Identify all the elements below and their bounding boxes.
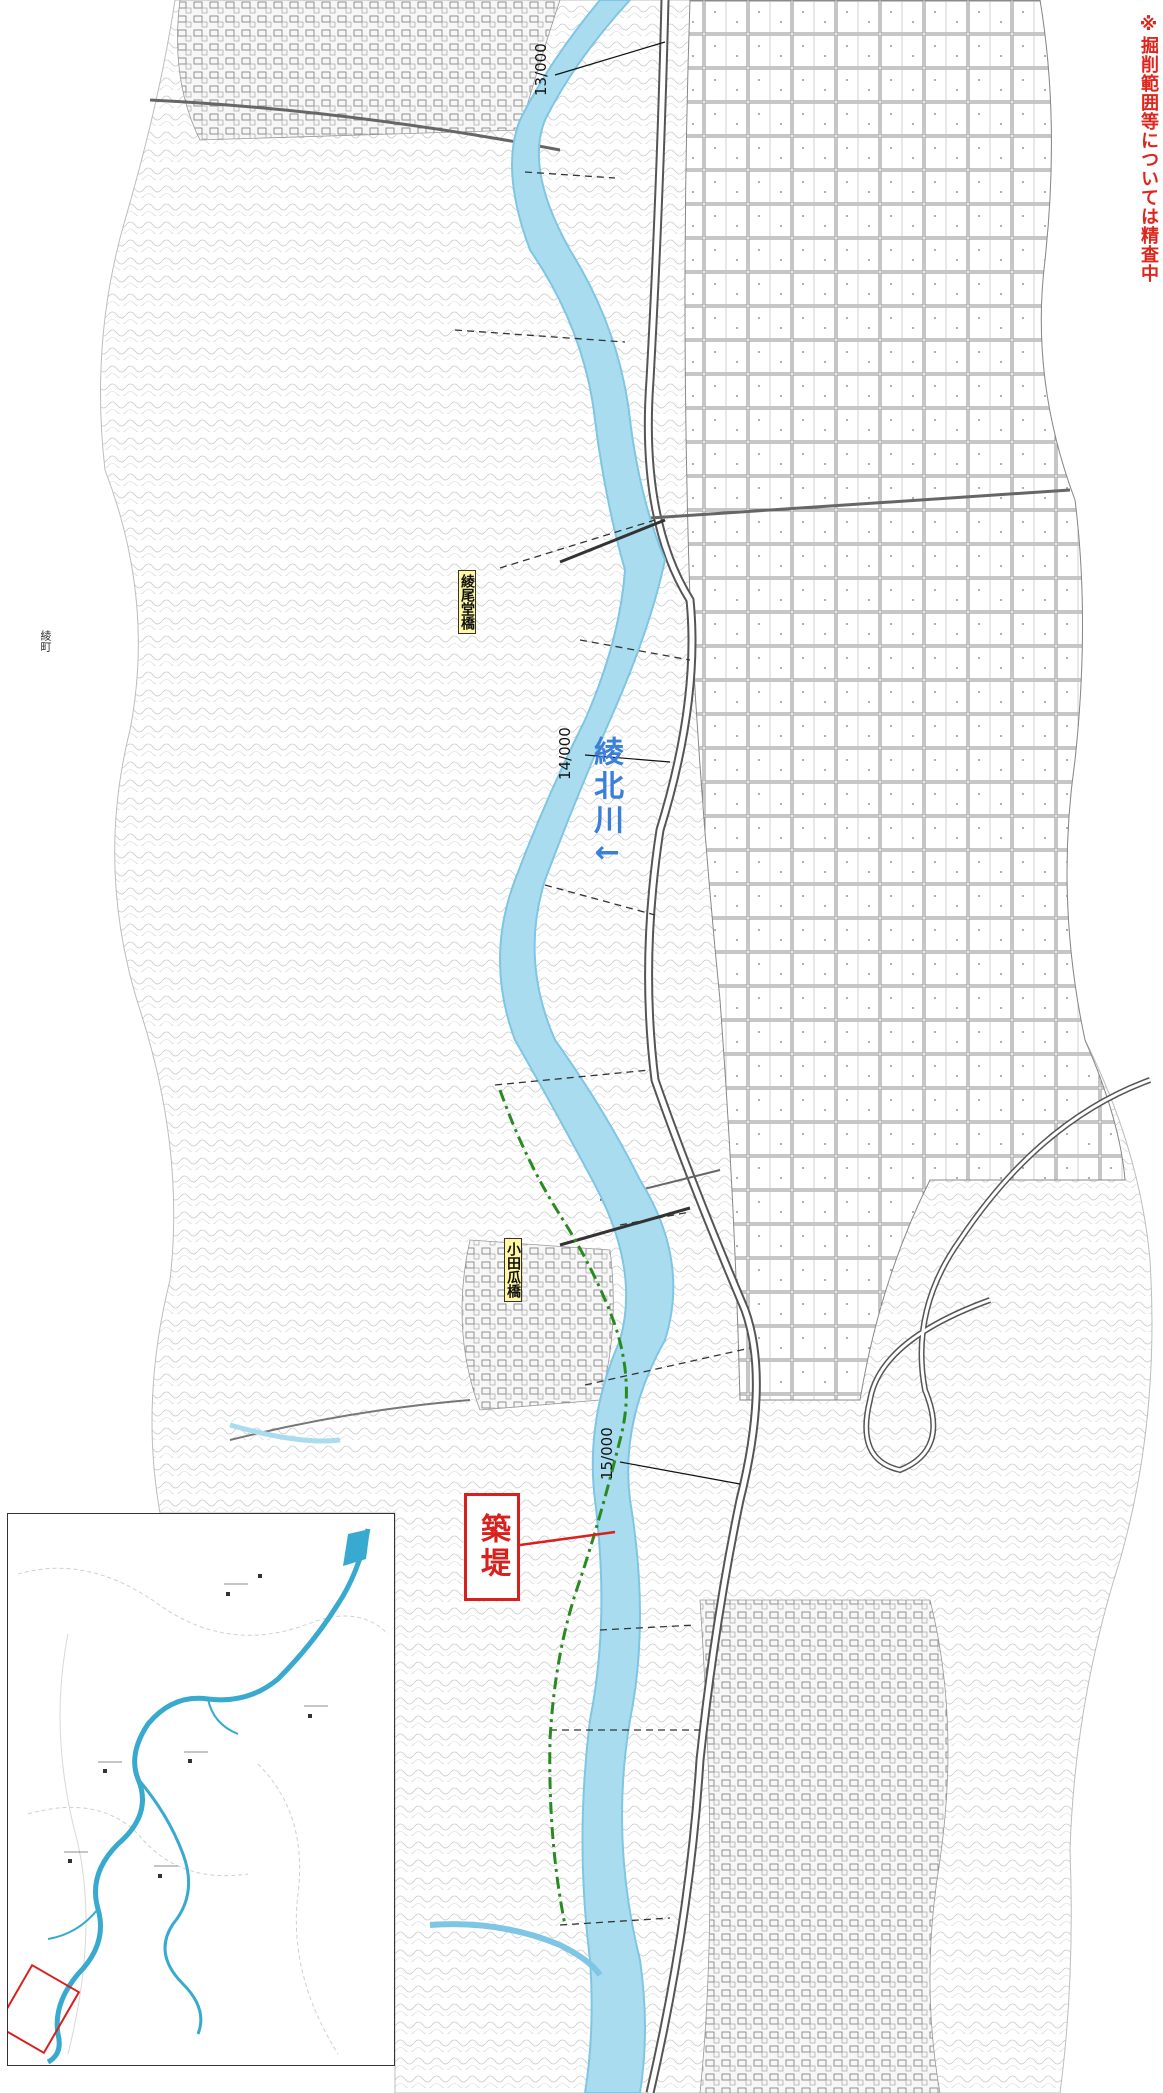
km-marker-15: 15/000 <box>598 1427 616 1480</box>
levee-callout: 築堤 <box>464 1493 520 1601</box>
notice-text: ※掘削範囲等については精査中 <box>1138 14 1159 283</box>
inset-river-branch <box>136 1778 203 2035</box>
river-name-text: 綾北川 <box>588 736 623 838</box>
urban-area-west <box>461 1239 614 1411</box>
town-label: 綾町 <box>39 630 52 652</box>
inset-river-main <box>46 1528 371 2065</box>
levee-line <box>498 1089 628 1926</box>
bridge-label-lower: 小田瓜橋 <box>504 1238 522 1302</box>
km-marker-14: 14/000 <box>556 727 574 780</box>
km-marker-13: 13/000 <box>532 43 550 96</box>
river-channel <box>499 0 675 2093</box>
river-name-label: 綾北川→ <box>588 736 623 871</box>
cross-section-lines <box>454 171 751 1926</box>
arrow-right-icon: → <box>590 835 620 871</box>
inset-overview-map <box>7 1513 395 2066</box>
inset-map-drawing <box>8 1528 389 2065</box>
inset-highlight-box <box>8 1963 81 2055</box>
urban-area-lower <box>699 1599 949 2093</box>
urban-area-north <box>177 0 561 141</box>
levee-label: 築堤 <box>475 1513 510 1581</box>
bridge-label-upper: 綾尾堂橋 <box>458 570 476 634</box>
